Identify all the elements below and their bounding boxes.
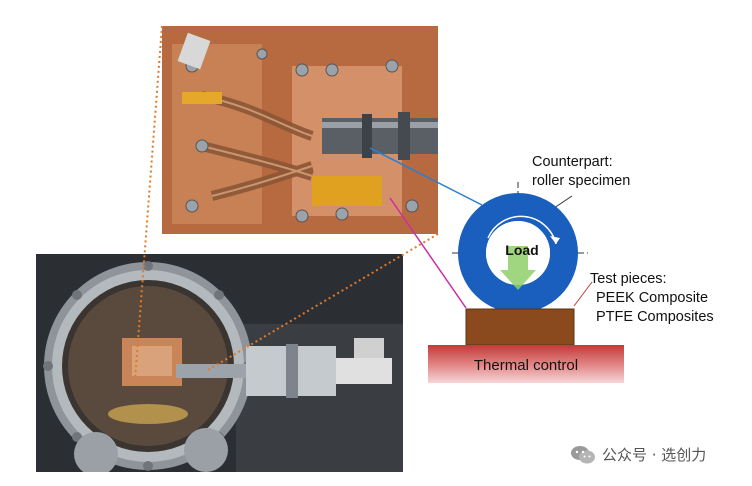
roller-leader-line [369,147,483,206]
watermark: 公众号 · 选创力 [570,444,706,465]
counterpart-line2: roller specimen [532,173,631,189]
counterpart-line1: Counterpart: [532,154,613,170]
test-piece-ptfe: PTFE Composites [596,309,714,325]
watermark-text: 公众号 · 选创力 [602,446,707,464]
test-piece-peek: PEEK Composite [596,290,709,306]
test-pieces-title: Test pieces: [590,271,667,287]
thermal-control-plate [428,345,624,383]
specimen-holder-photo [162,26,438,234]
load-label: Load [505,242,539,258]
specimen-leader-line [389,197,467,309]
counterpart-label: Counterpart: roller specimen [532,153,630,191]
rotation-arrow [487,215,557,245]
zoom-leader-left [134,25,163,381]
roller-specimen-ring [458,193,578,313]
zoom-leader-right [207,233,439,371]
thermal-control-label: Thermal control [473,356,579,374]
wechat-icon [571,445,595,463]
load-arrow [500,246,536,290]
test-piece-block [465,308,575,346]
test-pieces-label: Test pieces: PEEK Composite PTFE Composi… [590,270,714,327]
testpiece-pointer [573,281,593,307]
